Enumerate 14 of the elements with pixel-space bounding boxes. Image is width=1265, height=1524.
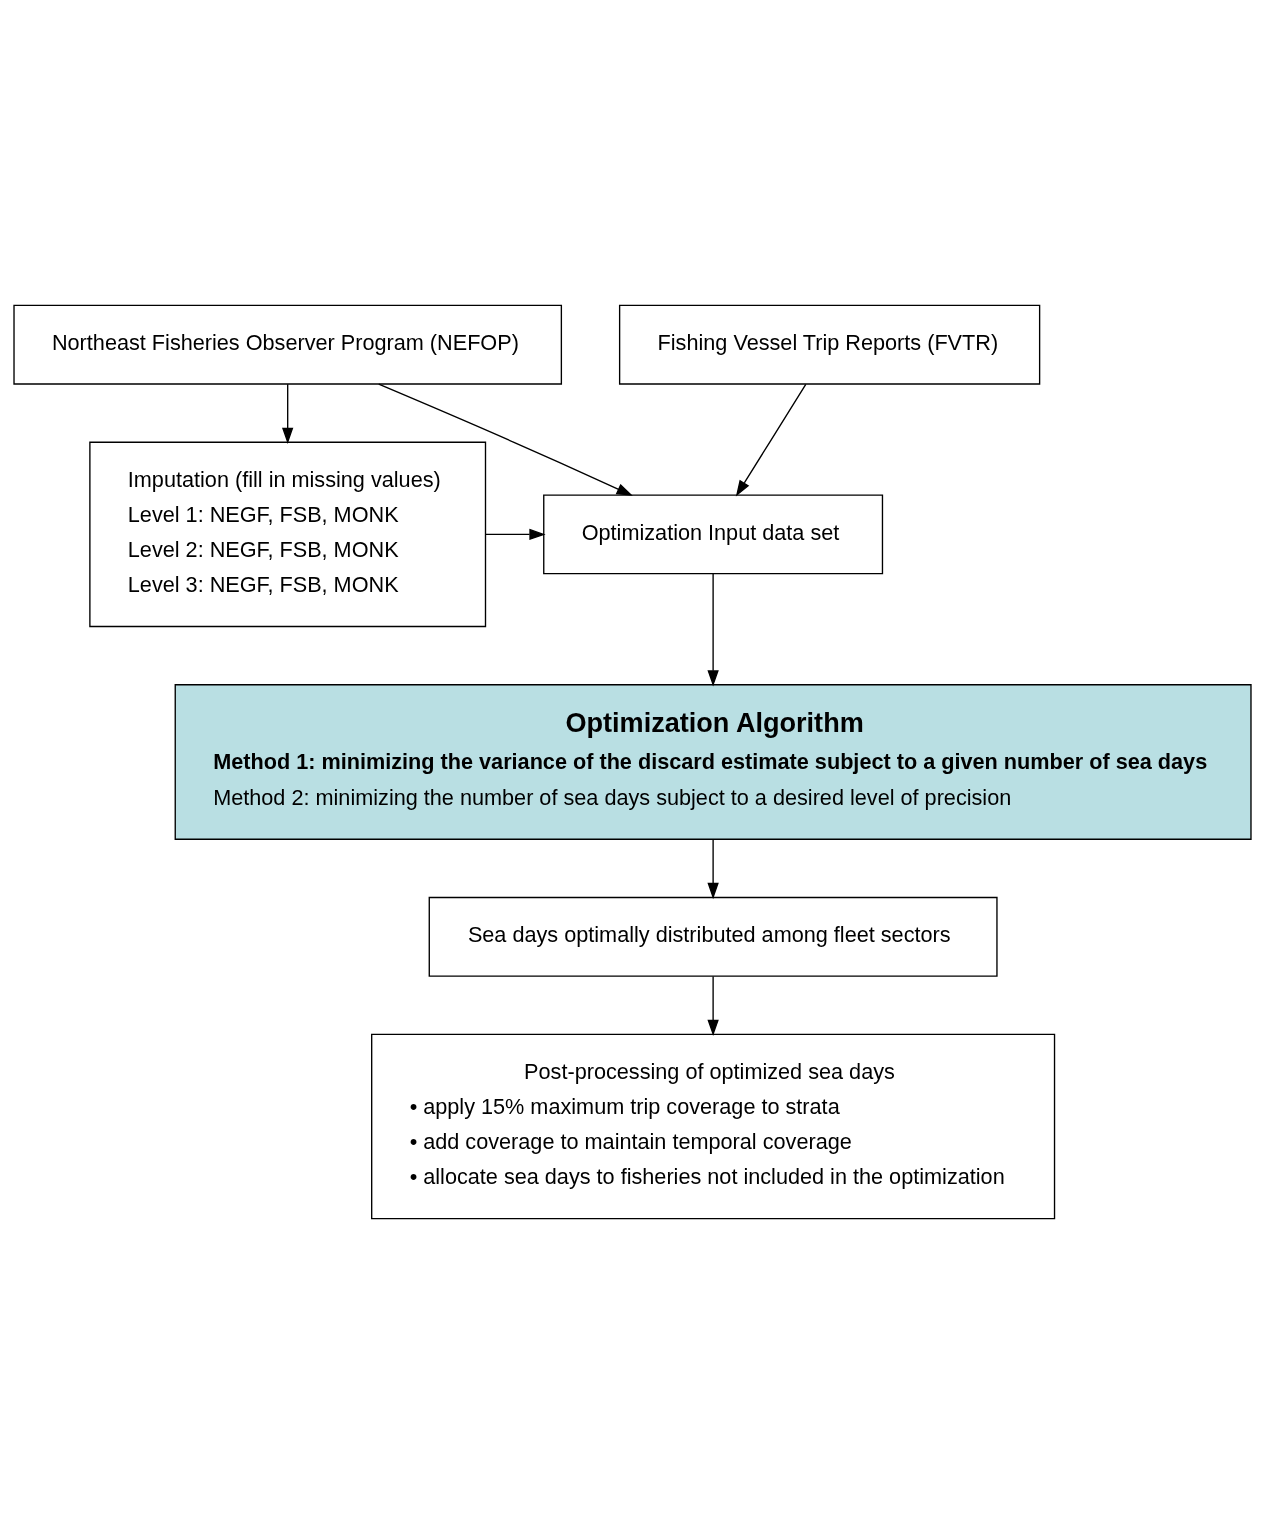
arrow bbox=[707, 838, 719, 900]
arrow bbox=[735, 383, 807, 497]
arrow bbox=[485, 528, 546, 541]
node-box: Sea days optimally distributed among fleet sectors bbox=[428, 896, 998, 977]
node-box: Northeast Fisheries Observer Program (NEFOP) bbox=[13, 304, 563, 385]
arrow bbox=[707, 573, 719, 687]
arrow bbox=[282, 383, 294, 444]
node-box: Imputation (fill in missing values) Level 1: NEGF, FSB, MONK Level 2: NEGF, FSB, MONK Level 3: NEGF, FSB, MONK bbox=[89, 441, 487, 628]
node-box: Fishing Vessel Trip Reports (FVTR) bbox=[618, 304, 1041, 385]
arrow bbox=[707, 975, 719, 1036]
node-box: Post-processing of optimized sea days • apply 15% maximum trip coverage to strata • add coverage to maintain temporal coverage • allocate sea days to fisheries not included in the optimization bbox=[371, 1033, 1056, 1220]
node-box: Optimization Input data set bbox=[543, 494, 884, 575]
node-box: Optimization Algorithm Method 1: minimizing the variance of the discard estimate subject to a given number of sea days Method 2: minimizing the number of sea days subject to a desired level of precision bbox=[174, 684, 1252, 840]
arrow bbox=[378, 383, 633, 496]
